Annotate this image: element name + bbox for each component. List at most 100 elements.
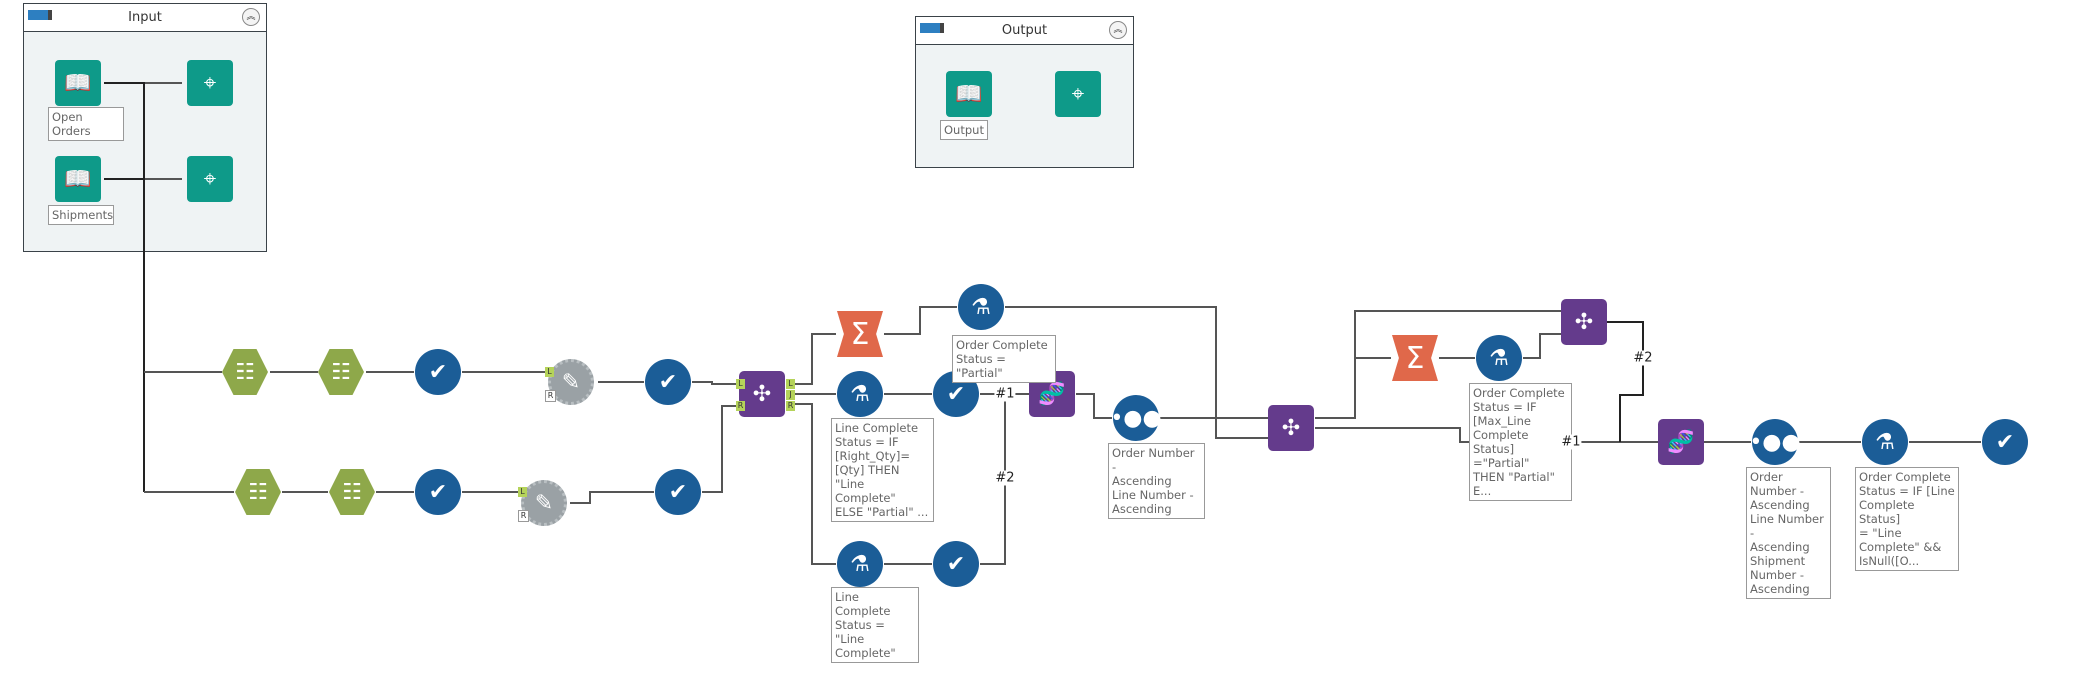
- annotation-open-orders: Open Orders: [48, 107, 124, 141]
- anchor-l[interactable]: L: [545, 367, 554, 377]
- sort-tool[interactable]: •●●: [1749, 419, 1801, 465]
- formula-tool[interactable]: ⚗: [837, 371, 883, 417]
- connection: [570, 491, 654, 504]
- connection-label: #2: [1632, 350, 1654, 366]
- check-icon: ✔: [1995, 429, 2015, 455]
- sigma-icon: Σ: [850, 316, 870, 352]
- annotation-order-if-max: Order Complete Status = IF [Max_Line Com…: [1469, 383, 1572, 501]
- check-icon: ✔: [428, 479, 448, 505]
- check-icon: ✔: [658, 369, 678, 395]
- pencil-icon: ✎: [534, 490, 554, 516]
- connection: [786, 403, 836, 565]
- join-tool[interactable]: ✣: [739, 371, 785, 417]
- container-title: Input: [128, 10, 162, 25]
- connection: [786, 333, 836, 385]
- join-icon: ✣: [1281, 415, 1301, 441]
- formula-tool[interactable]: ⚗: [1862, 419, 1908, 465]
- select-tool[interactable]: ✔: [1982, 419, 2028, 465]
- book-icon: 📖: [64, 70, 92, 96]
- container-title: Output: [1001, 23, 1048, 38]
- annotation-order-if-line: Order Complete Status = IF [Line Complet…: [1855, 467, 1959, 571]
- anchor-r[interactable]: R: [545, 390, 556, 402]
- connection: [702, 405, 738, 493]
- output-data-tool[interactable]: 📖: [946, 71, 992, 117]
- check-icon: ✔: [428, 359, 448, 385]
- anchor-l[interactable]: L: [736, 379, 745, 389]
- join-icon: ✣: [752, 381, 772, 407]
- dna-icon: 🧬: [1038, 381, 1066, 407]
- join-tool[interactable]: ✣: [1268, 405, 1314, 451]
- connection: [1315, 310, 1561, 419]
- annotation-line-complete-if: Line Complete Status = IF [Right_Qty]= […: [831, 418, 934, 522]
- connection: [1523, 333, 1561, 359]
- annotation-shipments: Shipments: [48, 205, 114, 225]
- binoculars-icon: ⌖: [203, 166, 217, 192]
- binoculars-icon: ⌖: [203, 70, 217, 96]
- flask-icon: ⚗: [1875, 429, 1895, 455]
- select-tool[interactable]: ✔: [645, 359, 691, 405]
- anchor-r[interactable]: R: [736, 401, 745, 411]
- check-icon: ✔: [946, 381, 966, 407]
- formula-tool[interactable]: ⚗: [1476, 335, 1522, 381]
- chevron-up-icon[interactable]: ︽: [242, 8, 260, 26]
- anchor-r[interactable]: R: [518, 510, 529, 522]
- sort-tool[interactable]: •●●: [1110, 395, 1162, 441]
- table-icon: ☷: [342, 479, 362, 505]
- anchor-l[interactable]: L: [518, 487, 527, 497]
- container-icon: [920, 23, 944, 33]
- flask-icon: ⚗: [1489, 345, 1509, 371]
- connection-label: #2: [994, 470, 1016, 486]
- flask-icon: ⚗: [971, 294, 991, 320]
- annotation-output: Output: [940, 120, 988, 140]
- check-icon: ✔: [946, 551, 966, 577]
- join-icon: ✣: [1574, 309, 1594, 335]
- book-icon: 📖: [64, 166, 92, 192]
- formula-tool[interactable]: ⚗: [837, 541, 883, 587]
- union-tool[interactable]: 🧬: [1658, 419, 1704, 465]
- select-tool[interactable]: ✔: [415, 469, 461, 515]
- dna-icon: 🧬: [1667, 429, 1695, 455]
- table-icon: ☷: [248, 479, 268, 505]
- input-data-tool-shipments[interactable]: 📖: [55, 156, 101, 202]
- dots-icon: •●●: [1110, 405, 1162, 431]
- formula-tool[interactable]: ⚗: [958, 284, 1004, 330]
- annotation-sort1: Order Number - Ascending Line Number - A…: [1108, 443, 1205, 519]
- select-tool[interactable]: ✔: [415, 349, 461, 395]
- annotation-line-complete: Line Complete Status = "Line Complete": [831, 587, 919, 663]
- dots-icon: •●●: [1749, 429, 1801, 455]
- browse-tool[interactable]: ⌖: [187, 156, 233, 202]
- input-data-tool-open-orders[interactable]: 📖: [55, 60, 101, 106]
- container-header[interactable]: Output ︽: [916, 17, 1133, 45]
- summarize-tool[interactable]: Σ: [1392, 335, 1438, 381]
- connection: [980, 394, 1006, 565]
- select-tool[interactable]: ✔: [655, 469, 701, 515]
- select-tool[interactable]: ✔: [933, 541, 979, 587]
- connection: [104, 82, 145, 492]
- anchor-r[interactable]: R: [786, 401, 795, 411]
- browse-tool[interactable]: ⌖: [1055, 71, 1101, 117]
- chevron-up-icon[interactable]: ︽: [1109, 21, 1127, 39]
- connection: [884, 306, 957, 335]
- connection-label: #1: [994, 386, 1016, 402]
- binoculars-icon: ⌖: [1071, 81, 1085, 107]
- table-icon: ☷: [331, 359, 351, 385]
- connection: [1607, 321, 1644, 442]
- anchor-j[interactable]: J: [786, 390, 795, 400]
- join-tool[interactable]: ✣: [1561, 299, 1607, 345]
- flask-icon: ⚗: [850, 381, 870, 407]
- pencil-icon: ✎: [561, 369, 581, 395]
- container-header[interactable]: Input ︽: [24, 4, 266, 32]
- connection: [1005, 306, 1268, 439]
- book-icon: 📖: [955, 81, 983, 107]
- browse-tool[interactable]: ⌖: [187, 60, 233, 106]
- connection-label: #1: [1560, 434, 1582, 450]
- flask-icon: ⚗: [850, 551, 870, 577]
- check-icon: ✔: [668, 479, 688, 505]
- connection: [1076, 393, 1112, 419]
- anchor-l[interactable]: L: [786, 379, 795, 389]
- container-icon: [28, 10, 52, 20]
- sigma-icon: Σ: [1405, 340, 1425, 376]
- annotation-order-partial: Order Complete Status = "Partial": [952, 335, 1056, 383]
- summarize-tool[interactable]: Σ: [837, 311, 883, 357]
